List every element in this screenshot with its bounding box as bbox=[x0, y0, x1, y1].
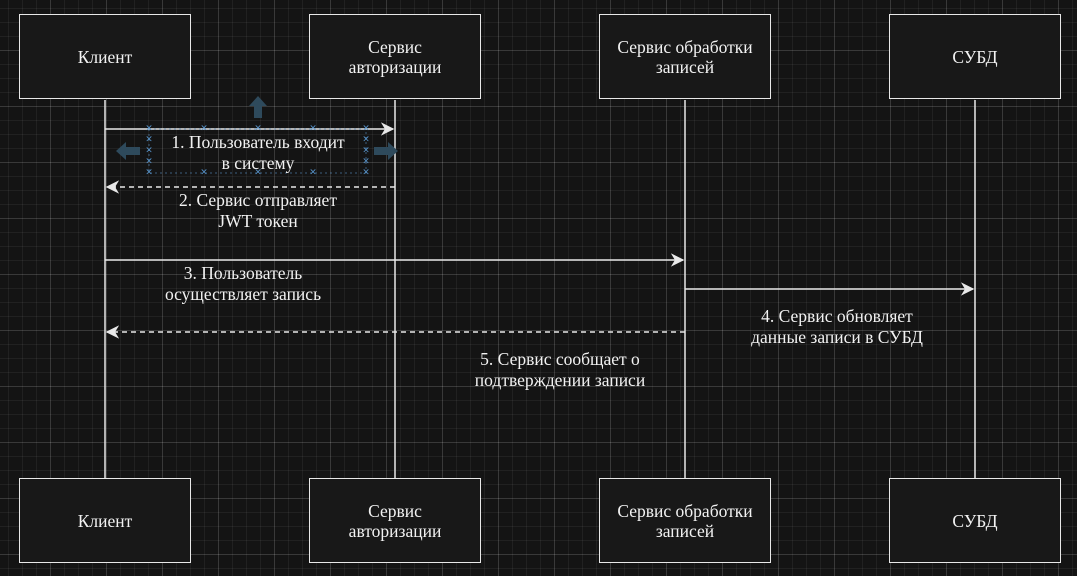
resize-handle-icon[interactable]: × bbox=[145, 167, 153, 178]
resize-handle-icon[interactable]: × bbox=[254, 123, 262, 134]
participant-db-bottom[interactable]: СУБД bbox=[889, 478, 1061, 563]
resize-handle-icon[interactable]: × bbox=[254, 167, 262, 178]
resize-handle-icon[interactable]: × bbox=[145, 156, 153, 167]
hover-arrow-up-icon[interactable] bbox=[249, 96, 267, 118]
selection-outline bbox=[148, 128, 367, 174]
message-label-4[interactable]: 4. Сервис обновляет данные записи в СУБД bbox=[751, 306, 923, 347]
hover-arrow-left-icon[interactable] bbox=[116, 142, 140, 160]
resize-handle-icon[interactable]: × bbox=[200, 167, 208, 178]
message-label-2[interactable]: 2. Сервис отправляет JWT токен bbox=[179, 190, 337, 231]
resize-handle-icon[interactable]: × bbox=[145, 134, 153, 145]
message-label-5[interactable]: 5. Сервис сообщает о подтверждении запис… bbox=[474, 349, 646, 390]
participant-client-top[interactable]: Клиент bbox=[19, 14, 191, 99]
resize-handle-icon[interactable]: × bbox=[362, 134, 370, 145]
hover-arrow-right-icon[interactable] bbox=[374, 142, 398, 160]
resize-handle-icon[interactable]: × bbox=[362, 123, 370, 134]
message-label-1[interactable]: 1. Пользователь входит в систему bbox=[171, 132, 345, 173]
participant-records-top[interactable]: Сервис обработки записей bbox=[599, 14, 771, 99]
participant-auth-top[interactable]: Сервис авторизации bbox=[309, 14, 481, 99]
message-label-3[interactable]: 3. Пользователь осуществляет запись bbox=[164, 263, 322, 304]
participant-auth-bottom[interactable]: Сервис авторизации bbox=[309, 478, 481, 563]
participant-records-bottom[interactable]: Сервис обработки записей bbox=[599, 478, 771, 563]
resize-handle-icon[interactable]: × bbox=[145, 145, 153, 156]
resize-handle-icon[interactable]: × bbox=[309, 123, 317, 134]
participant-db-top[interactable]: СУБД bbox=[889, 14, 1061, 99]
resize-handle-icon[interactable]: × bbox=[362, 156, 370, 167]
resize-handle-icon[interactable]: × bbox=[362, 167, 370, 178]
resize-handle-icon[interactable]: × bbox=[362, 145, 370, 156]
resize-handle-icon[interactable]: × bbox=[200, 123, 208, 134]
participant-client-bottom[interactable]: Клиент bbox=[19, 478, 191, 563]
resize-handle-icon[interactable]: × bbox=[145, 123, 153, 134]
resize-handle-icon[interactable]: × bbox=[309, 167, 317, 178]
